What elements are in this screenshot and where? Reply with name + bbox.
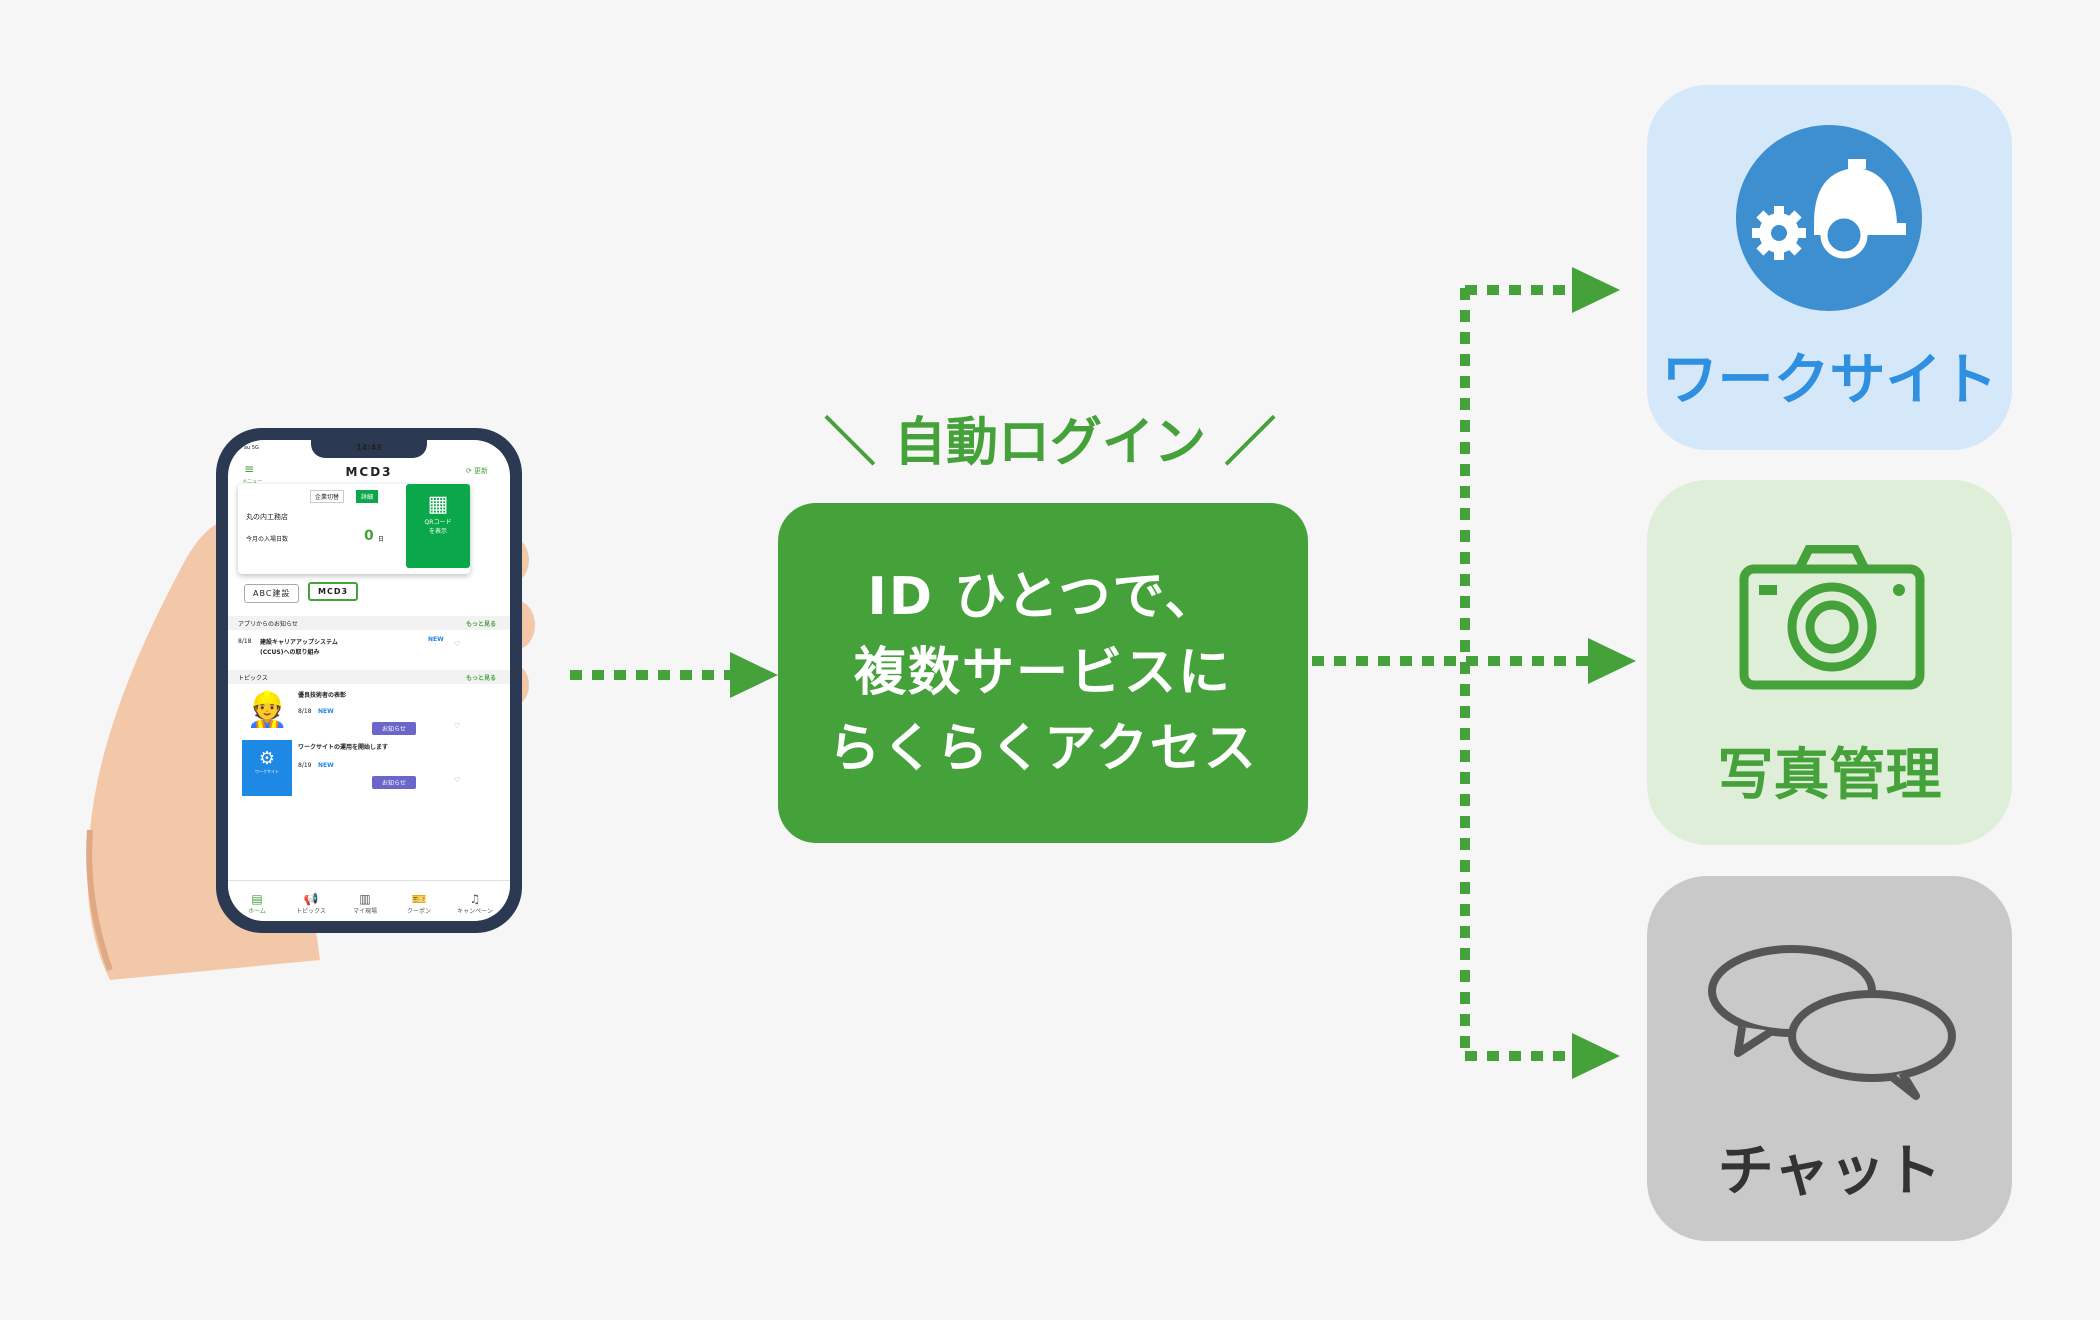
- service-card-photo[interactable]: 写真管理: [1647, 480, 2012, 845]
- notice-section-title: アプリからのお知らせ: [238, 621, 298, 628]
- topic1-new-badge: NEW: [318, 708, 334, 715]
- notice-text-1[interactable]: 建設キャリアアップシステム: [260, 639, 338, 646]
- music-icon: ♫: [469, 892, 481, 906]
- topic2-title[interactable]: ワークサイトの運用を開始します: [298, 744, 389, 751]
- topic2-thumb-icon: ⚙: [258, 748, 276, 769]
- topic1-badge: お知らせ: [372, 722, 416, 735]
- building-icon: ▥: [359, 892, 371, 906]
- qr-button[interactable]: ▦ QRコード を表示: [406, 484, 470, 568]
- ticket-icon: 🎫: [411, 892, 427, 906]
- topics-section-header: トピックス もっと見る: [228, 670, 510, 684]
- refresh-button[interactable]: ⟳ 更新: [466, 466, 488, 476]
- arrowhead-chat: [1572, 1033, 1620, 1079]
- tab-home[interactable]: ▤ホーム: [232, 892, 282, 915]
- arrowhead-worksite: [1572, 267, 1620, 313]
- menu-label: メニュー: [242, 479, 263, 485]
- helmet-gear-icon: [1736, 125, 1922, 311]
- notice-date: 8/18: [238, 638, 252, 645]
- camera-icon: [1739, 545, 1925, 690]
- app-title: MCD3: [345, 465, 393, 479]
- company-card: 企業切替 詳細 丸の内工務店 今月の入場日数 0 日 ▦ QRコード を表示: [238, 484, 470, 574]
- smartphone: au 5G 14:43 ≡ メニュー MCD3 ⟳ 更新 企業切替 詳細 丸の内…: [216, 428, 522, 933]
- service-label-chat: チャット: [1717, 1139, 1942, 1204]
- tab-topics[interactable]: 📢トピックス: [286, 892, 336, 915]
- company-tag-mcd3[interactable]: MCD3: [308, 582, 359, 601]
- notice-more-link[interactable]: もっと見る: [465, 621, 496, 628]
- menu-icon[interactable]: ≡: [244, 462, 255, 476]
- bottom-tab-bar: ▤ホーム 📢トピックス ▥マイ現場 🎫クーポン ♫キャンペーン: [228, 880, 510, 921]
- topic2-thumb-label: ワークサイト: [255, 769, 279, 774]
- status-signal: au 5G: [244, 445, 259, 451]
- company-switch-button[interactable]: 企業切替: [310, 490, 345, 503]
- center-message-box: ID ひとつで、 複数サービスに らくらくアクセス: [778, 503, 1308, 843]
- tab-my-site[interactable]: ▥マイ現場: [340, 892, 390, 915]
- status-time: 14:43: [356, 443, 382, 452]
- topics-section-title: トピックス: [238, 675, 268, 682]
- slash-right: ／: [1224, 413, 1277, 473]
- megaphone-icon: 📢: [303, 892, 319, 906]
- tab-campaign[interactable]: ♫キャンペーン: [450, 892, 500, 915]
- topic2-new-badge: NEW: [318, 762, 334, 769]
- notice-new-badge: NEW: [428, 636, 444, 643]
- auto-login-label: ＼ 自動ログイン ／: [790, 400, 1310, 475]
- days-value: 0: [364, 528, 374, 544]
- qr-label-2: を表示: [428, 528, 447, 535]
- arrowhead-center: [730, 652, 778, 698]
- home-icon: ▤: [251, 892, 263, 906]
- center-line-2: 複数サービスに: [853, 643, 1232, 703]
- service-label-photo: 写真管理: [1717, 743, 1942, 808]
- arrowhead-photo: [1588, 638, 1636, 684]
- chat-bubbles-icon: [1708, 945, 1956, 1100]
- topic2-thumb: ⚙ ワークサイト: [242, 740, 292, 796]
- company-name: 丸の内工務店: [246, 513, 288, 521]
- days-unit: 日: [378, 536, 385, 543]
- slash-left: ＼: [823, 413, 876, 473]
- service-card-chat[interactable]: チャット: [1647, 876, 2012, 1241]
- qr-label-1: QRコード: [424, 519, 452, 526]
- month-entry-label: 今月の入場日数: [246, 536, 289, 543]
- service-label-worksite: ワークサイト: [1661, 348, 1998, 413]
- center-line-1: ID ひとつで、: [867, 567, 1219, 627]
- qr-icon: ▦: [427, 492, 449, 517]
- refresh-label: 更新: [474, 467, 488, 475]
- detail-button[interactable]: 詳細: [356, 490, 379, 503]
- notice-text-2[interactable]: (CCUS)への取り組み: [260, 649, 320, 656]
- company-tag-abc[interactable]: ABC建設: [244, 584, 300, 603]
- topics-more-link[interactable]: もっと見る: [465, 675, 496, 682]
- phone-notch: [311, 440, 427, 458]
- notice-heart-icon[interactable]: ♡: [454, 640, 461, 648]
- service-card-worksite[interactable]: ワークサイト: [1647, 85, 2012, 450]
- auto-login-text: 自動ログイン: [893, 413, 1206, 473]
- topic2-badge: お知らせ: [372, 776, 416, 789]
- phone-screen: au 5G 14:43 ≡ メニュー MCD3 ⟳ 更新 企業切替 詳細 丸の内…: [228, 440, 510, 921]
- notice-section-header: アプリからのお知らせ もっと見る: [228, 616, 510, 630]
- topic1-date: 8/18: [298, 708, 312, 715]
- tab-coupon[interactable]: 🎫クーポン: [394, 892, 444, 915]
- topic1-thumb-worker-icon: 👷: [246, 690, 289, 730]
- center-line-3: らくらくアクセス: [828, 719, 1258, 779]
- topic2-heart-icon[interactable]: ♡: [454, 776, 461, 784]
- topic1-title[interactable]: 優良技術者の表彰: [298, 692, 347, 699]
- topic1-heart-icon[interactable]: ♡: [454, 722, 461, 730]
- refresh-icon: ⟳: [465, 467, 472, 475]
- topic2-date: 8/19: [298, 762, 312, 769]
